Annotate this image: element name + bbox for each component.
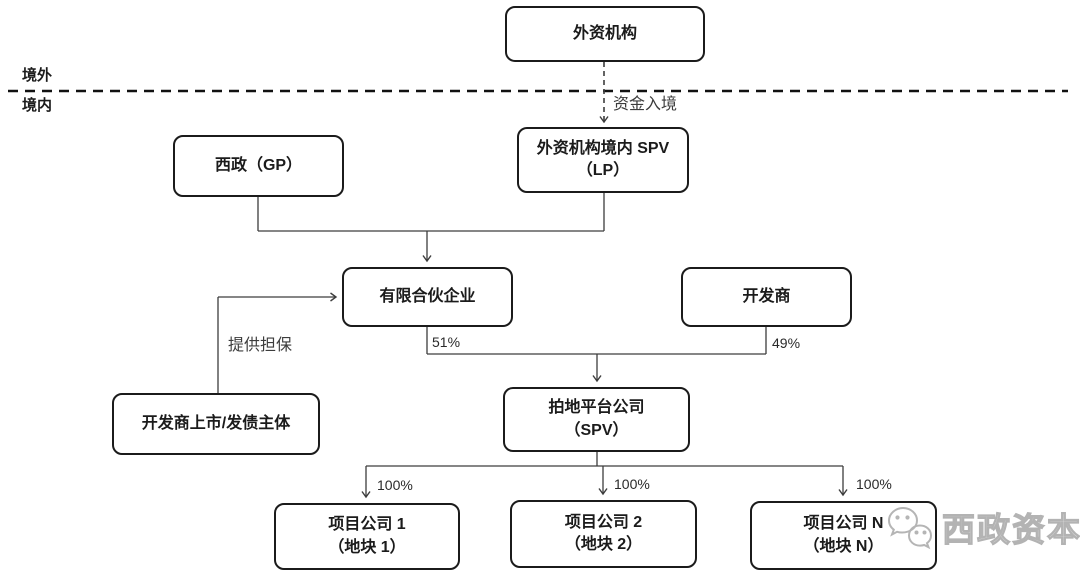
edge-label-51pct: 51% bbox=[432, 334, 461, 350]
node-label-line2: （地块 N） bbox=[803, 537, 884, 555]
watermark: 西政资本 bbox=[884, 503, 1080, 555]
node-xizheng-gp: 西政（GP） bbox=[173, 135, 344, 197]
node-label-line1: 项目公司 1 bbox=[328, 516, 406, 534]
edge-label-100pct-1: 100% bbox=[377, 477, 413, 493]
node-project-company-n: 项目公司 N （地块 N） bbox=[750, 501, 937, 570]
node-domestic-spv-lp: 外资机构境内 SPV （LP） bbox=[517, 127, 689, 193]
node-limited-partnership: 有限合伙企业 bbox=[342, 267, 513, 327]
node-label-line2: （地块 1） bbox=[328, 538, 406, 556]
edge-label-capital-inflow: 资金入境 bbox=[613, 96, 678, 113]
wechat-icon bbox=[887, 506, 933, 550]
node-project-company-2: 项目公司 2 （地块 2） bbox=[510, 500, 697, 568]
node-developer-listed-entity: 开发商上市/发债主体 bbox=[112, 393, 320, 455]
edge-label-100pct-n: 100% bbox=[856, 476, 892, 492]
edge-label-guarantee: 提供担保 bbox=[228, 337, 293, 354]
node-label: 西政（GP） bbox=[214, 156, 303, 174]
watermark-brand-text: 西政资本 bbox=[941, 510, 1080, 548]
node-developer: 开发商 bbox=[681, 267, 852, 327]
node-label-line2: （SPV） bbox=[564, 421, 629, 439]
node-land-platform-spv: 拍地平台公司 （SPV） bbox=[503, 387, 690, 452]
node-label-line1: 拍地平台公司 bbox=[548, 399, 645, 417]
node-label-line1: 外资机构境内 SPV bbox=[536, 139, 670, 157]
edge-label-49pct: 49% bbox=[772, 335, 801, 351]
node-label: 开发商上市/发债主体 bbox=[141, 414, 291, 432]
node-foreign-institution: 外资机构 bbox=[505, 6, 705, 62]
node-label-line2: （地块 2） bbox=[564, 536, 643, 553]
edge-share-merge bbox=[426, 327, 767, 355]
region-label-onshore: 境内 bbox=[22, 97, 53, 114]
edge-label-100pct-2: 100% bbox=[614, 476, 650, 492]
node-label-line1: 项目公司 2 bbox=[564, 513, 643, 531]
edge-gp-lp-merge bbox=[257, 193, 605, 232]
node-label: 外资机构 bbox=[572, 24, 637, 42]
node-label-line2: （LP） bbox=[576, 162, 630, 179]
edge-fanout bbox=[366, 452, 843, 467]
node-label-line1: 项目公司 N bbox=[803, 515, 884, 533]
region-label-offshore: 境外 bbox=[22, 67, 53, 84]
node-label: 开发商 bbox=[742, 287, 791, 305]
node-label: 有限合伙企业 bbox=[379, 287, 476, 305]
node-project-company-1: 项目公司 1 （地块 1） bbox=[274, 503, 460, 570]
